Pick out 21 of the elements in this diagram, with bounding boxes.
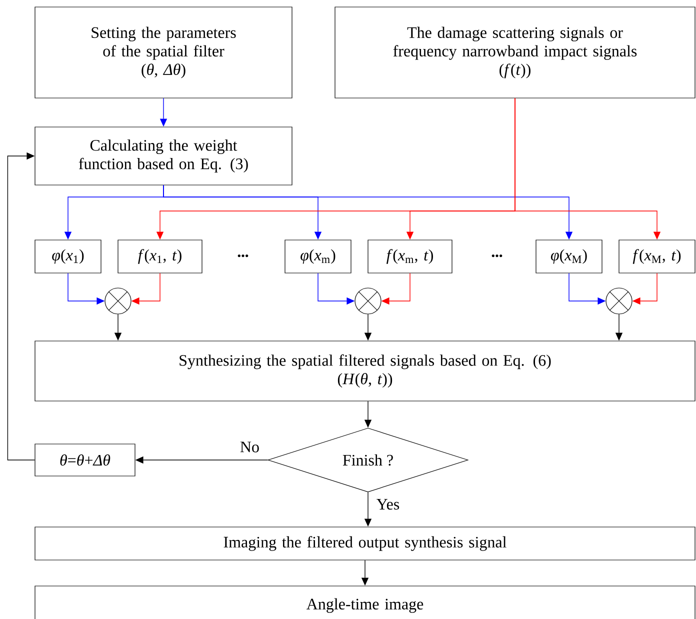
process-box: φ(x$_{M}$) xyxy=(536,240,602,274)
process-box: φ(x$_{1}$) xyxy=(34,240,102,274)
multiplier-circle xyxy=(354,288,382,314)
multiplier-circle xyxy=(606,288,632,314)
process-box: Synthesizing the spatial filtered signals based on Eq. (6) (H(θ, t)) xyxy=(34,340,696,402)
process-box: Angle-time image xyxy=(34,586,696,619)
ellipsis: ••• xyxy=(492,254,502,258)
process-box: The damage scattering signals or frequency narrowband impact signals (f(t)) xyxy=(334,6,696,98)
process-box: θ=θ+Δθ xyxy=(34,444,136,476)
process-box: φ(x$_{m}$) xyxy=(284,240,352,274)
edge-label: Yes xyxy=(375,498,401,511)
multiplier-circle xyxy=(104,288,132,314)
process-box: f(x$_{M}$, t) xyxy=(618,240,696,274)
process-box: f(x$_{1}$, t) xyxy=(118,240,202,274)
process-box: Imaging the filtered output synthesis signal xyxy=(34,526,696,560)
edge-label: No xyxy=(238,440,260,454)
ellipsis: ••• xyxy=(238,254,248,258)
arrow xyxy=(7,152,36,460)
process-box: Setting the parameters of the spatial filter (θ, Δθ) xyxy=(34,6,292,98)
process-box: Calculating the weight function based on Eq. (3) xyxy=(34,126,292,186)
process-box: f(x$_{m}$, t) xyxy=(368,240,452,274)
